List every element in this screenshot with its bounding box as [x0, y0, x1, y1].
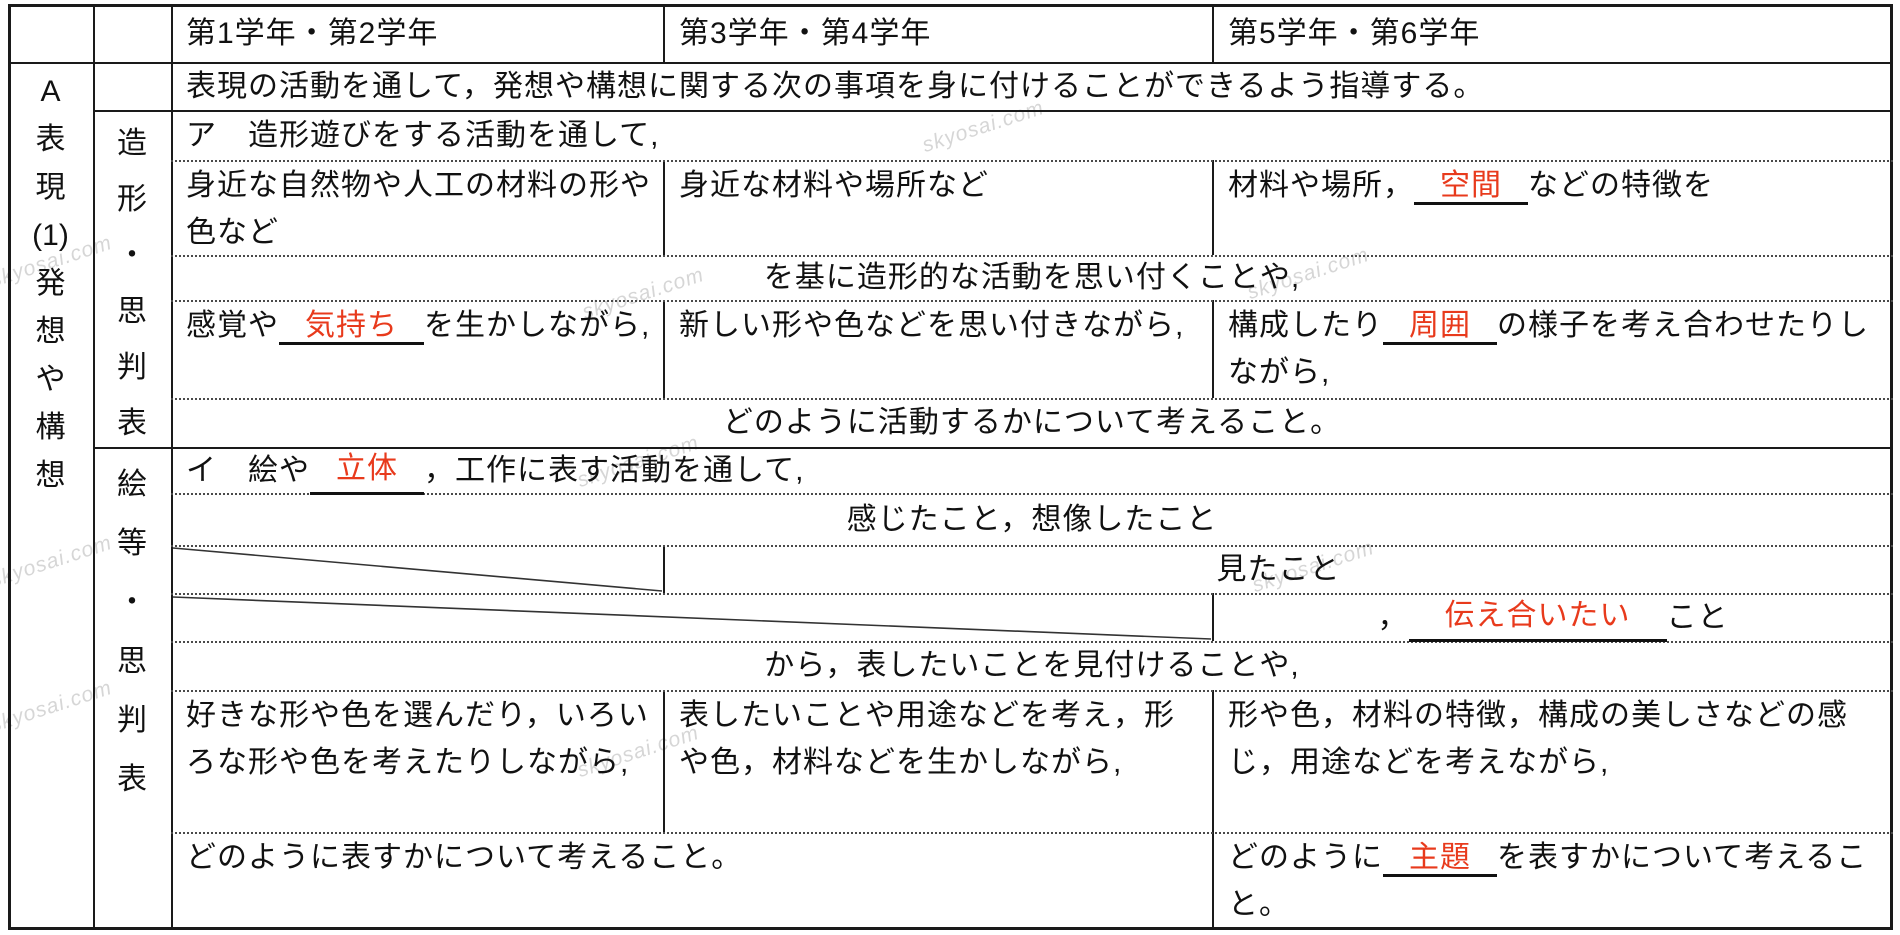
a-materials-grade12-cell: 身近な自然物や人工の材料の形や色など [186, 169, 651, 249]
dotted-divider [171, 690, 1893, 692]
col-divider-1-header [663, 4, 665, 62]
dotted-divider [171, 593, 1893, 595]
dotted-divider [171, 160, 1893, 162]
table-border-bottom [8, 927, 1893, 930]
col-divider-1-seg [663, 690, 665, 832]
item-b-lead-cell: イ 絵や立体，工作に表す活動を通して, [171, 445, 1893, 495]
col-divider-1-seg [663, 300, 665, 398]
b-felt-imagined-shared-cell: 感じたこと，想像したこと [846, 502, 1218, 536]
dotted-divider [171, 832, 1893, 834]
b-end-grade56-cell: どのように主題を表すかについて考えること。 [1228, 841, 1868, 921]
blank-answer-shui: 周囲 [1383, 309, 1497, 345]
a-materials-grade34-cell: 身近な材料や場所など [679, 169, 989, 202]
dotted-divider [171, 398, 1893, 400]
b-seen-grade3456-cell: 見たこと [1216, 552, 1341, 586]
a-sense-grade56-cell: 構成したり周囲の様子を考え合わせたりしながら, [1228, 309, 1869, 389]
diagonal-strike-grade12-34 [172, 596, 1212, 640]
b-end-grade1234-cell: どのように表すかについて考えること。 [186, 841, 743, 874]
table-border-top [8, 4, 1893, 7]
col-divider-label [93, 4, 95, 927]
col-divider-1-seg [663, 545, 665, 593]
a-sense-grade34-cell: 新しい形や色などを思い付きながら, [679, 309, 1185, 342]
dotted-divider [171, 300, 1893, 302]
diagonal-strike-grade12 [172, 547, 663, 592]
col-divider-2-seg [1212, 300, 1214, 398]
col-divider-2-seg [1212, 593, 1214, 641]
header-grades-3-4: 第3学年・第4学年 [664, 4, 1213, 62]
blank-answer-rittai: 立体 [310, 445, 424, 495]
col-divider-sublabel [171, 4, 173, 927]
dotted-divider [171, 255, 1893, 257]
header-label: 第1学年・第2学年 [186, 16, 439, 50]
dotted-divider [171, 545, 1893, 547]
b-convey-grade56-cell: ，伝え合いたいこと [1213, 592, 1893, 642]
header-grades-1-2: 第1学年・第2学年 [171, 4, 664, 62]
blank-answer-tsutaeaitai: 伝え合いたい [1408, 592, 1667, 642]
col-divider-2-header [1212, 4, 1214, 62]
table-border-right [1890, 4, 1893, 930]
dotted-divider [171, 641, 1893, 643]
header-divider [8, 62, 1893, 64]
a-sense-grade12-cell: 感覚や気持ちを生かしながら, [171, 300, 664, 398]
b-from-shared-cell: から，表したいことを見付けることや, [764, 649, 1300, 682]
sublabel-kaito-shihanhyo: 絵等・思判表 [117, 468, 147, 796]
table-border-left [8, 4, 11, 930]
col-divider-2-seg [1212, 160, 1214, 255]
dotted-divider [171, 493, 1893, 495]
blank-answer-shudai: 主題 [1383, 841, 1497, 877]
header-grades-5-6: 第5学年・第6学年 [1213, 4, 1893, 62]
sublabel-zokei-shihanhyo: 造形・思判表 [117, 127, 147, 440]
a-materials-grade56-cell: 材料や場所，空間などの特徴を [1213, 160, 1893, 255]
a-end-shared-cell: どのように活動するかについて考えること。 [722, 406, 1342, 439]
b-choose-grade34-cell: 表したいことや用途などを考え，形や色，材料などを生かしながら, [679, 699, 1175, 779]
header-label: 第5学年・第6学年 [1228, 16, 1481, 50]
b-choose-grade12-cell: 好きな形や色を選んだり，いろいろな形や色を考えたりしながら, [186, 699, 649, 779]
header-label: 第3学年・第4学年 [679, 16, 932, 50]
a-mid-shared-cell: を基に造形的な活動を思い付くことや, [763, 261, 1301, 294]
col-divider-2-seg [1212, 690, 1214, 832]
col-divider-2-seg [1212, 832, 1214, 927]
intro-cell: 表現の活動を通して，発想や構想に関する次の事項を身に付けることができるよう指導す… [186, 69, 1485, 103]
b-choose-grade56-cell: 形や色，材料の特徴，構成の美しさなどの感じ，用途などを考えながら, [1228, 699, 1848, 779]
item-a-lead-cell: ア 造形遊びをする活動を通して, [186, 118, 660, 152]
section-divider-a [93, 110, 1893, 112]
blank-answer-kimochi: 気持ち [279, 309, 424, 345]
section-divider-b [93, 447, 1893, 449]
blank-answer-kukan: 空間 [1414, 169, 1528, 205]
col-divider-1-seg [663, 160, 665, 255]
